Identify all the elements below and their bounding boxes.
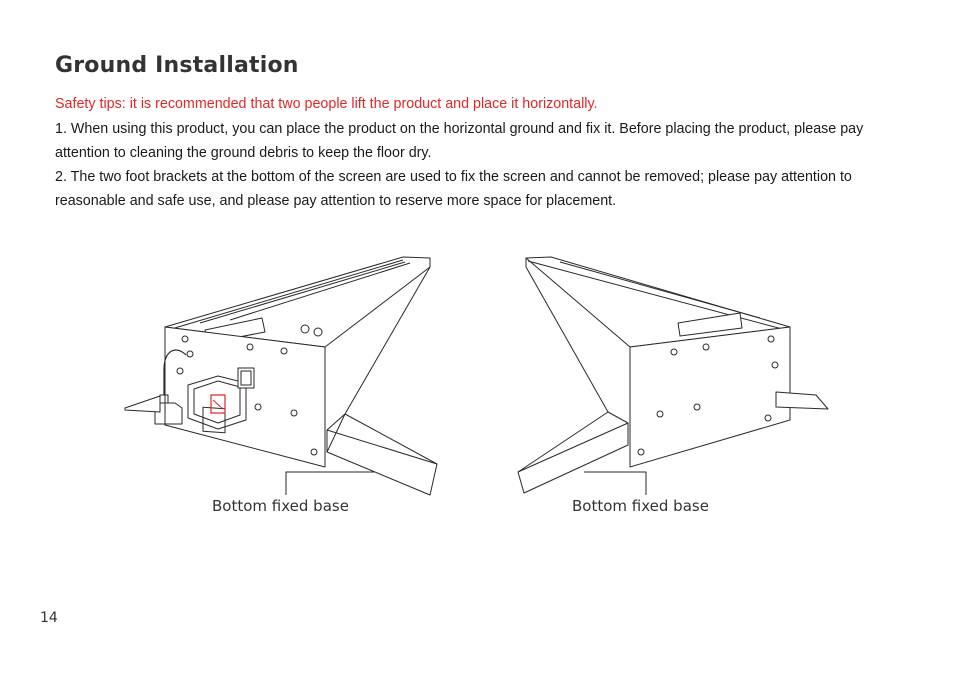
right-bottom-fixed-base <box>517 411 629 494</box>
page-title: Ground Installation <box>55 53 299 78</box>
right-device <box>517 256 829 495</box>
instruction-paragraph-1: 1. When using this product, you can plac… <box>55 121 864 161</box>
left-device <box>124 256 438 496</box>
page-number: 14 <box>40 610 58 626</box>
power-socket <box>187 375 247 434</box>
right-base-caption: Bottom fixed base <box>572 497 709 515</box>
instruction-paragraph-2: 2. The two foot brackets at the bottom o… <box>55 169 852 209</box>
left-base-caption: Bottom fixed base <box>212 497 349 515</box>
safety-tip: Safety tips: it is recommended that two … <box>55 96 598 112</box>
left-bottom-fixed-base <box>326 413 438 496</box>
